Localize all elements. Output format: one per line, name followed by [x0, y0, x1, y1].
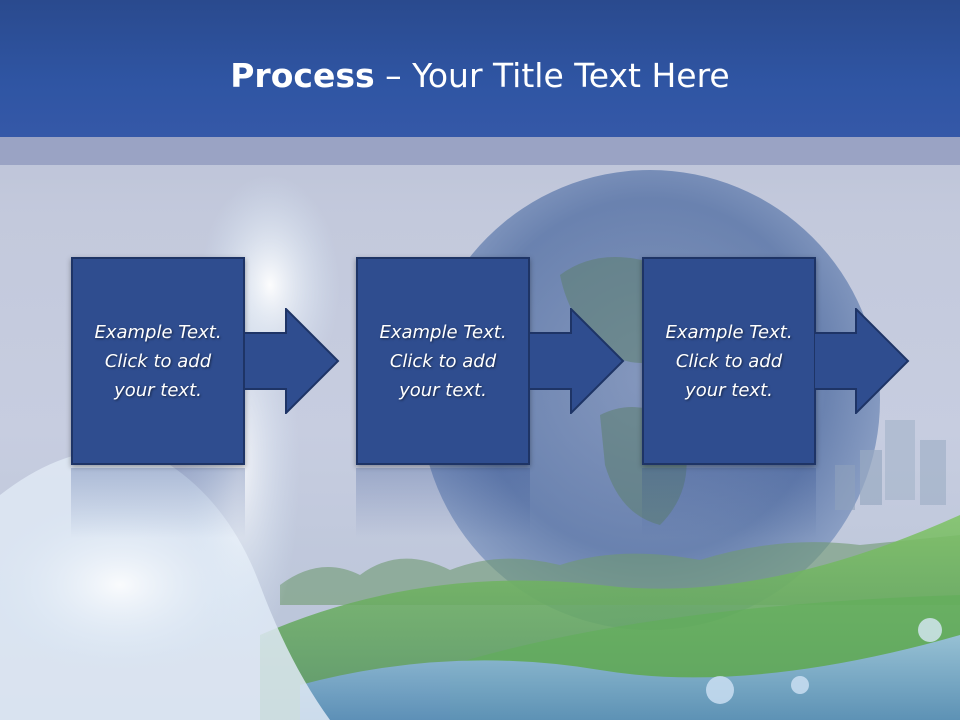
step-1-reflection [71, 468, 245, 538]
step-3-reflection [642, 468, 816, 538]
step-2-text[interactable]: Example Text. Click to add your text. [379, 321, 507, 401]
title-bar [0, 0, 960, 137]
process-step-3[interactable]: Example Text. Click to add your text. [642, 257, 816, 465]
right-arrow-icon [244, 308, 340, 414]
process-step-2[interactable]: Example Text. Click to add your text. [356, 257, 530, 465]
right-arrow-icon [529, 308, 625, 414]
right-arrow-icon [814, 308, 910, 414]
process-step-1[interactable]: Example Text. Click to add your text. [71, 257, 245, 465]
step-1-text[interactable]: Example Text. Click to add your text. [94, 321, 222, 401]
step-2-reflection [356, 468, 530, 538]
title-underband [0, 137, 960, 165]
title-bold-part: Process [230, 56, 375, 95]
step-3-text[interactable]: Example Text. Click to add your text. [665, 321, 793, 401]
slide-title[interactable]: Process – Your Title Text Here [0, 54, 960, 98]
title-rest-part: – Your Title Text Here [374, 56, 730, 95]
